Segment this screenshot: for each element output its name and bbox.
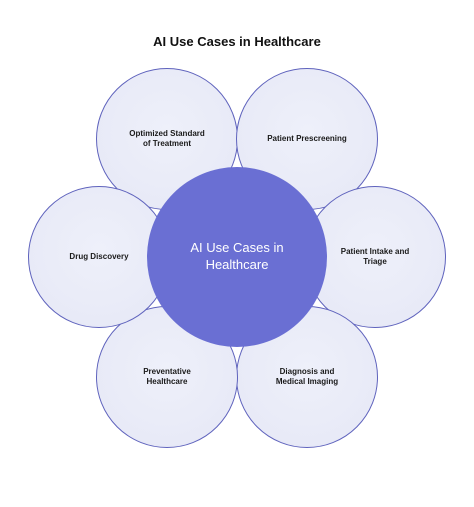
central-hub: AI Use Cases in Healthcare	[147, 167, 327, 347]
diagram-title: AI Use Cases in Healthcare	[153, 34, 321, 49]
petal-label: Preventative Healthcare	[143, 366, 191, 386]
petal-drug-discovery: Drug Discovery	[28, 186, 170, 328]
petal-label: Diagnosis and Medical Imaging	[275, 366, 339, 386]
petal-optimized-standard-of-treatment: Optimized Standard of Treatment	[96, 68, 238, 210]
petal-label: Patient Intake and Triage	[340, 246, 410, 266]
petal-label: Patient Prescreening	[267, 133, 347, 143]
petal-label: Drug Discovery	[69, 251, 129, 261]
hub-label: AI Use Cases in Healthcare	[190, 240, 284, 272]
petal-label: Optimized Standard of Treatment	[129, 128, 205, 148]
